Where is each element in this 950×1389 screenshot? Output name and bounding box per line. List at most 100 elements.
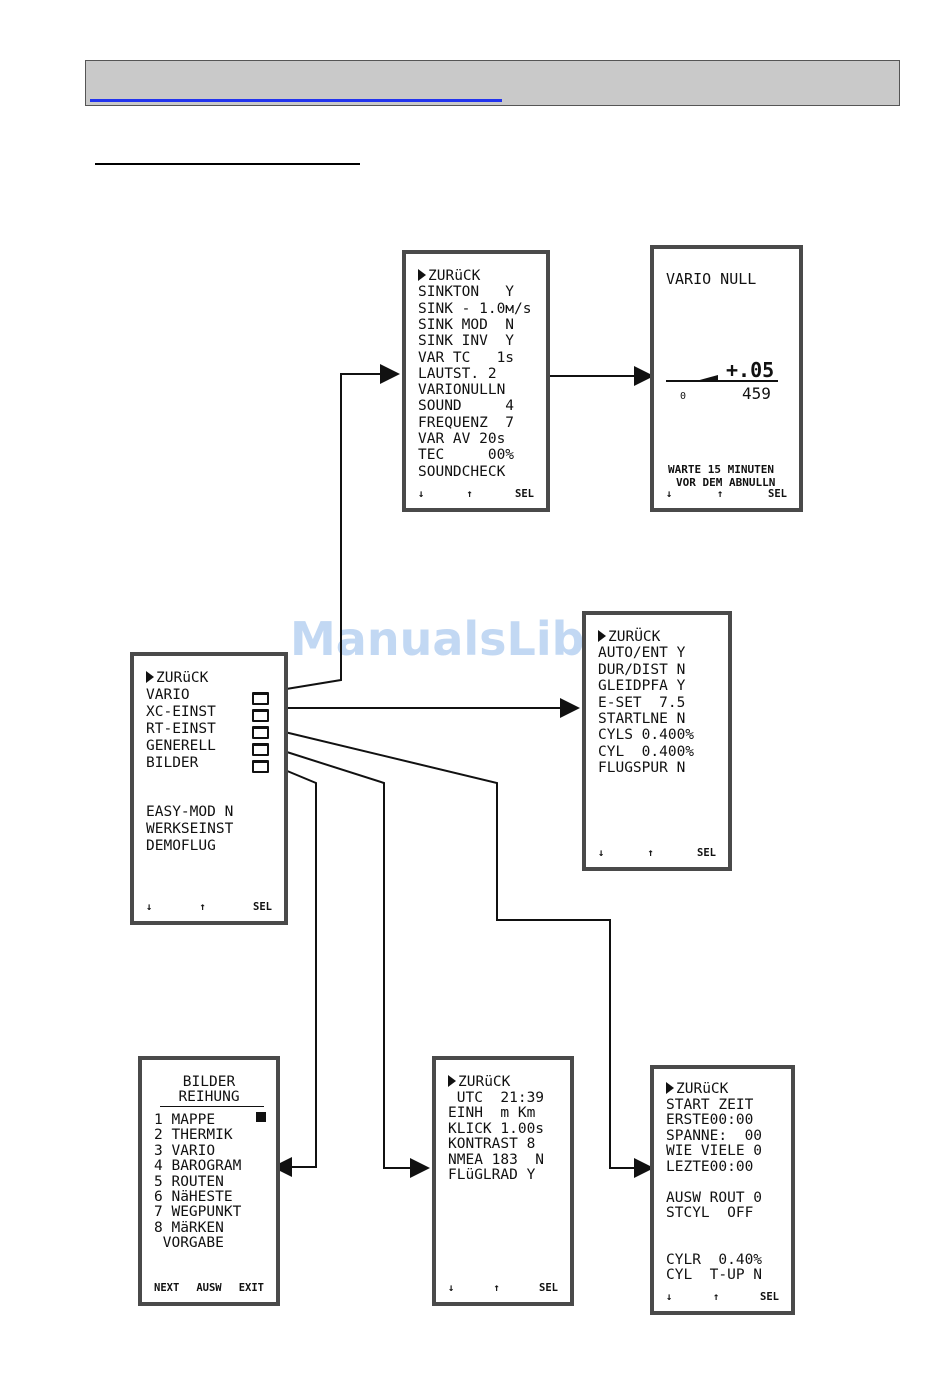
down-icon[interactable]: ↓ [598, 847, 605, 859]
up-icon[interactable]: ↑ [717, 488, 724, 500]
menu-item[interactable]: CYL 0.400% [598, 744, 694, 760]
up-icon[interactable]: ↑ [199, 901, 206, 913]
arrow-rt [267, 727, 654, 1178]
menu-item-label: 5 ROUTEN [154, 1173, 224, 1190]
up-icon[interactable]: ↑ [713, 1291, 720, 1303]
menu-item[interactable]: STARTLNE N [598, 711, 685, 727]
menu-item[interactable]: START ZEIT [666, 1097, 753, 1113]
menu-item[interactable]: LEZTE00:00 [666, 1159, 753, 1175]
menu-item[interactable]: KLICK 1.00s [448, 1121, 544, 1137]
menu-item[interactable]: 8 MäRKEN [154, 1220, 224, 1236]
folder-icon [252, 692, 269, 705]
up-icon[interactable]: ↑ [466, 488, 473, 500]
menu-item[interactable]: 3 VARIO [154, 1143, 215, 1159]
down-icon[interactable]: ↓ [666, 488, 673, 500]
menu-item-label: 3 VARIO [154, 1142, 216, 1159]
menu-item[interactable]: DUR/DIST N [598, 662, 685, 678]
menu-item[interactable]: FLUGSPUR N [598, 760, 685, 776]
menu-item[interactable]: RT-EINST [146, 721, 216, 737]
menu-item-label: XC-EINST [146, 704, 216, 720]
menu-item[interactable]: LAUTST. 2 [418, 366, 497, 382]
select-button[interactable]: SEL [515, 488, 534, 500]
vario-null-title: VARIO NULL [666, 270, 757, 288]
menu-item-label: SOUNDCHECK [418, 463, 506, 480]
next-button[interactable]: NEXT [154, 1282, 180, 1294]
menu-item-label: KONTRAST 8 [448, 1136, 536, 1152]
down-icon[interactable]: ↓ [418, 488, 425, 500]
menu-item[interactable]: CYLR 0.40% [666, 1252, 762, 1268]
menu-item[interactable]: 1 MAPPE [154, 1112, 215, 1128]
menu-item-label: UTC 21:39 [448, 1089, 545, 1106]
menu-item-label: WIE VIELE 0 [666, 1143, 763, 1159]
menu-item-back[interactable]: ZURüCK [666, 1081, 728, 1097]
exit-button[interactable]: EXIT [238, 1282, 264, 1294]
menu-item-label: FREQUENZ 7 [418, 414, 515, 431]
menu-item-label: SOUND 4 [418, 398, 515, 415]
menu-item[interactable]: GENERELL [146, 738, 216, 754]
menu-item[interactable]: 6 NäHESTE [154, 1189, 233, 1205]
menu-item[interactable]: 5 ROUTEN [154, 1174, 224, 1190]
menu-item[interactable]: 4 BAROGRAM [154, 1158, 241, 1174]
menu-item[interactable]: TEC 00% [418, 447, 514, 463]
menu-item-back[interactable]: ZURüCK [418, 268, 480, 284]
menu-item[interactable]: KONTRAST 8 [448, 1136, 535, 1152]
menu-item[interactable]: FLüGLRAD Y [448, 1167, 535, 1183]
menu-item[interactable]: BILDER [146, 755, 198, 771]
vario-null-gauge [666, 375, 778, 382]
up-icon[interactable]: ↑ [493, 1282, 500, 1294]
select-button[interactable]: SEL [768, 488, 787, 500]
menu-item[interactable]: NMEA 183 N [448, 1152, 544, 1168]
menu-item-label: FLUGSPUR N [598, 760, 686, 777]
menu-item[interactable]: VAR TC 1s [418, 350, 514, 366]
menu-item[interactable]: ERSTE00:00 [666, 1112, 753, 1128]
menu-item[interactable]: SINK INV Y [418, 333, 514, 349]
menu-item[interactable]: DEMOFLUG [146, 838, 216, 854]
select-button[interactable]: SEL [697, 847, 716, 859]
down-icon[interactable]: ↓ [146, 901, 153, 913]
menu-item[interactable]: CYL T-UP N [666, 1267, 762, 1283]
menu-item[interactable]: FREQUENZ 7 [418, 415, 514, 431]
menu-item[interactable]: UTC 21:39 [448, 1090, 544, 1106]
menu-item-label: GLEIDPFA Y [598, 678, 686, 695]
menu-item[interactable]: SOUND 4 [418, 398, 514, 414]
menu-item[interactable]: SINK MOD N [418, 317, 514, 333]
menu-item[interactable]: GLEIDPFA Y [598, 678, 685, 694]
menu-item[interactable]: EINH m Km [448, 1105, 535, 1121]
menu-item[interactable]: SINK - 1.0м/s [418, 301, 532, 317]
select-button[interactable]: SEL [539, 1282, 558, 1294]
menu-item[interactable]: SPANNE: 00 [666, 1128, 762, 1144]
menu-item[interactable]: STCYL OFF [666, 1205, 753, 1221]
menu-item[interactable]: AUTO/ENT Y [598, 645, 685, 661]
menu-item[interactable]: CYLS 0.400% [598, 727, 694, 743]
menu-item[interactable]: AUSW ROUT 0 [666, 1190, 762, 1206]
bilder-title-1: BILDER [182, 1074, 236, 1090]
menu-item-back[interactable]: ZURÜCK [598, 629, 660, 645]
select-button[interactable]: AUSW [196, 1282, 222, 1294]
menu-item[interactable]: E-SET 7.5 [598, 695, 685, 711]
menu-item[interactable]: VORGABE [154, 1235, 224, 1251]
up-icon[interactable]: ↑ [647, 847, 654, 859]
menu-item-back[interactable]: ZURüCK [146, 670, 208, 686]
menu-item[interactable]: 7 WEGPUNKT [154, 1204, 241, 1220]
menu-item[interactable]: WIE VIELE 0 [666, 1143, 762, 1159]
menu-item[interactable]: VARIO [146, 687, 190, 703]
menu-item[interactable]: WERKSEINST [146, 821, 233, 837]
menu-item[interactable]: 2 THERMIK [154, 1127, 233, 1143]
menu-item[interactable]: SOUNDCHECK [418, 464, 505, 480]
menu-item[interactable]: XC-EINST [146, 704, 216, 720]
menu-item[interactable]: SINKTON Y [418, 284, 514, 300]
menu-item[interactable]: VAR AV 20s [418, 431, 505, 447]
vario-null-zero: 0 [680, 391, 687, 402]
down-icon[interactable]: ↓ [666, 1291, 673, 1303]
vario-null-screen: VARIO NULL +.05 0 459 WARTE 15 MINUTEN V… [650, 245, 803, 512]
menu-item-label: LAUTST. 2 [418, 365, 497, 382]
menu-item[interactable]: VARIONULLN [418, 382, 505, 398]
menu-item-back[interactable]: ZURüCK [448, 1074, 510, 1090]
select-button[interactable]: SEL [253, 901, 272, 913]
down-icon[interactable]: ↓ [448, 1282, 455, 1294]
arrow-bilder [267, 762, 317, 1177]
select-button[interactable]: SEL [760, 1291, 779, 1303]
menu-item-label: SINK - 1.0м/s [418, 300, 532, 317]
header-link-underline[interactable] [90, 99, 502, 102]
menu-item[interactable]: EASY-MOD N [146, 804, 233, 820]
